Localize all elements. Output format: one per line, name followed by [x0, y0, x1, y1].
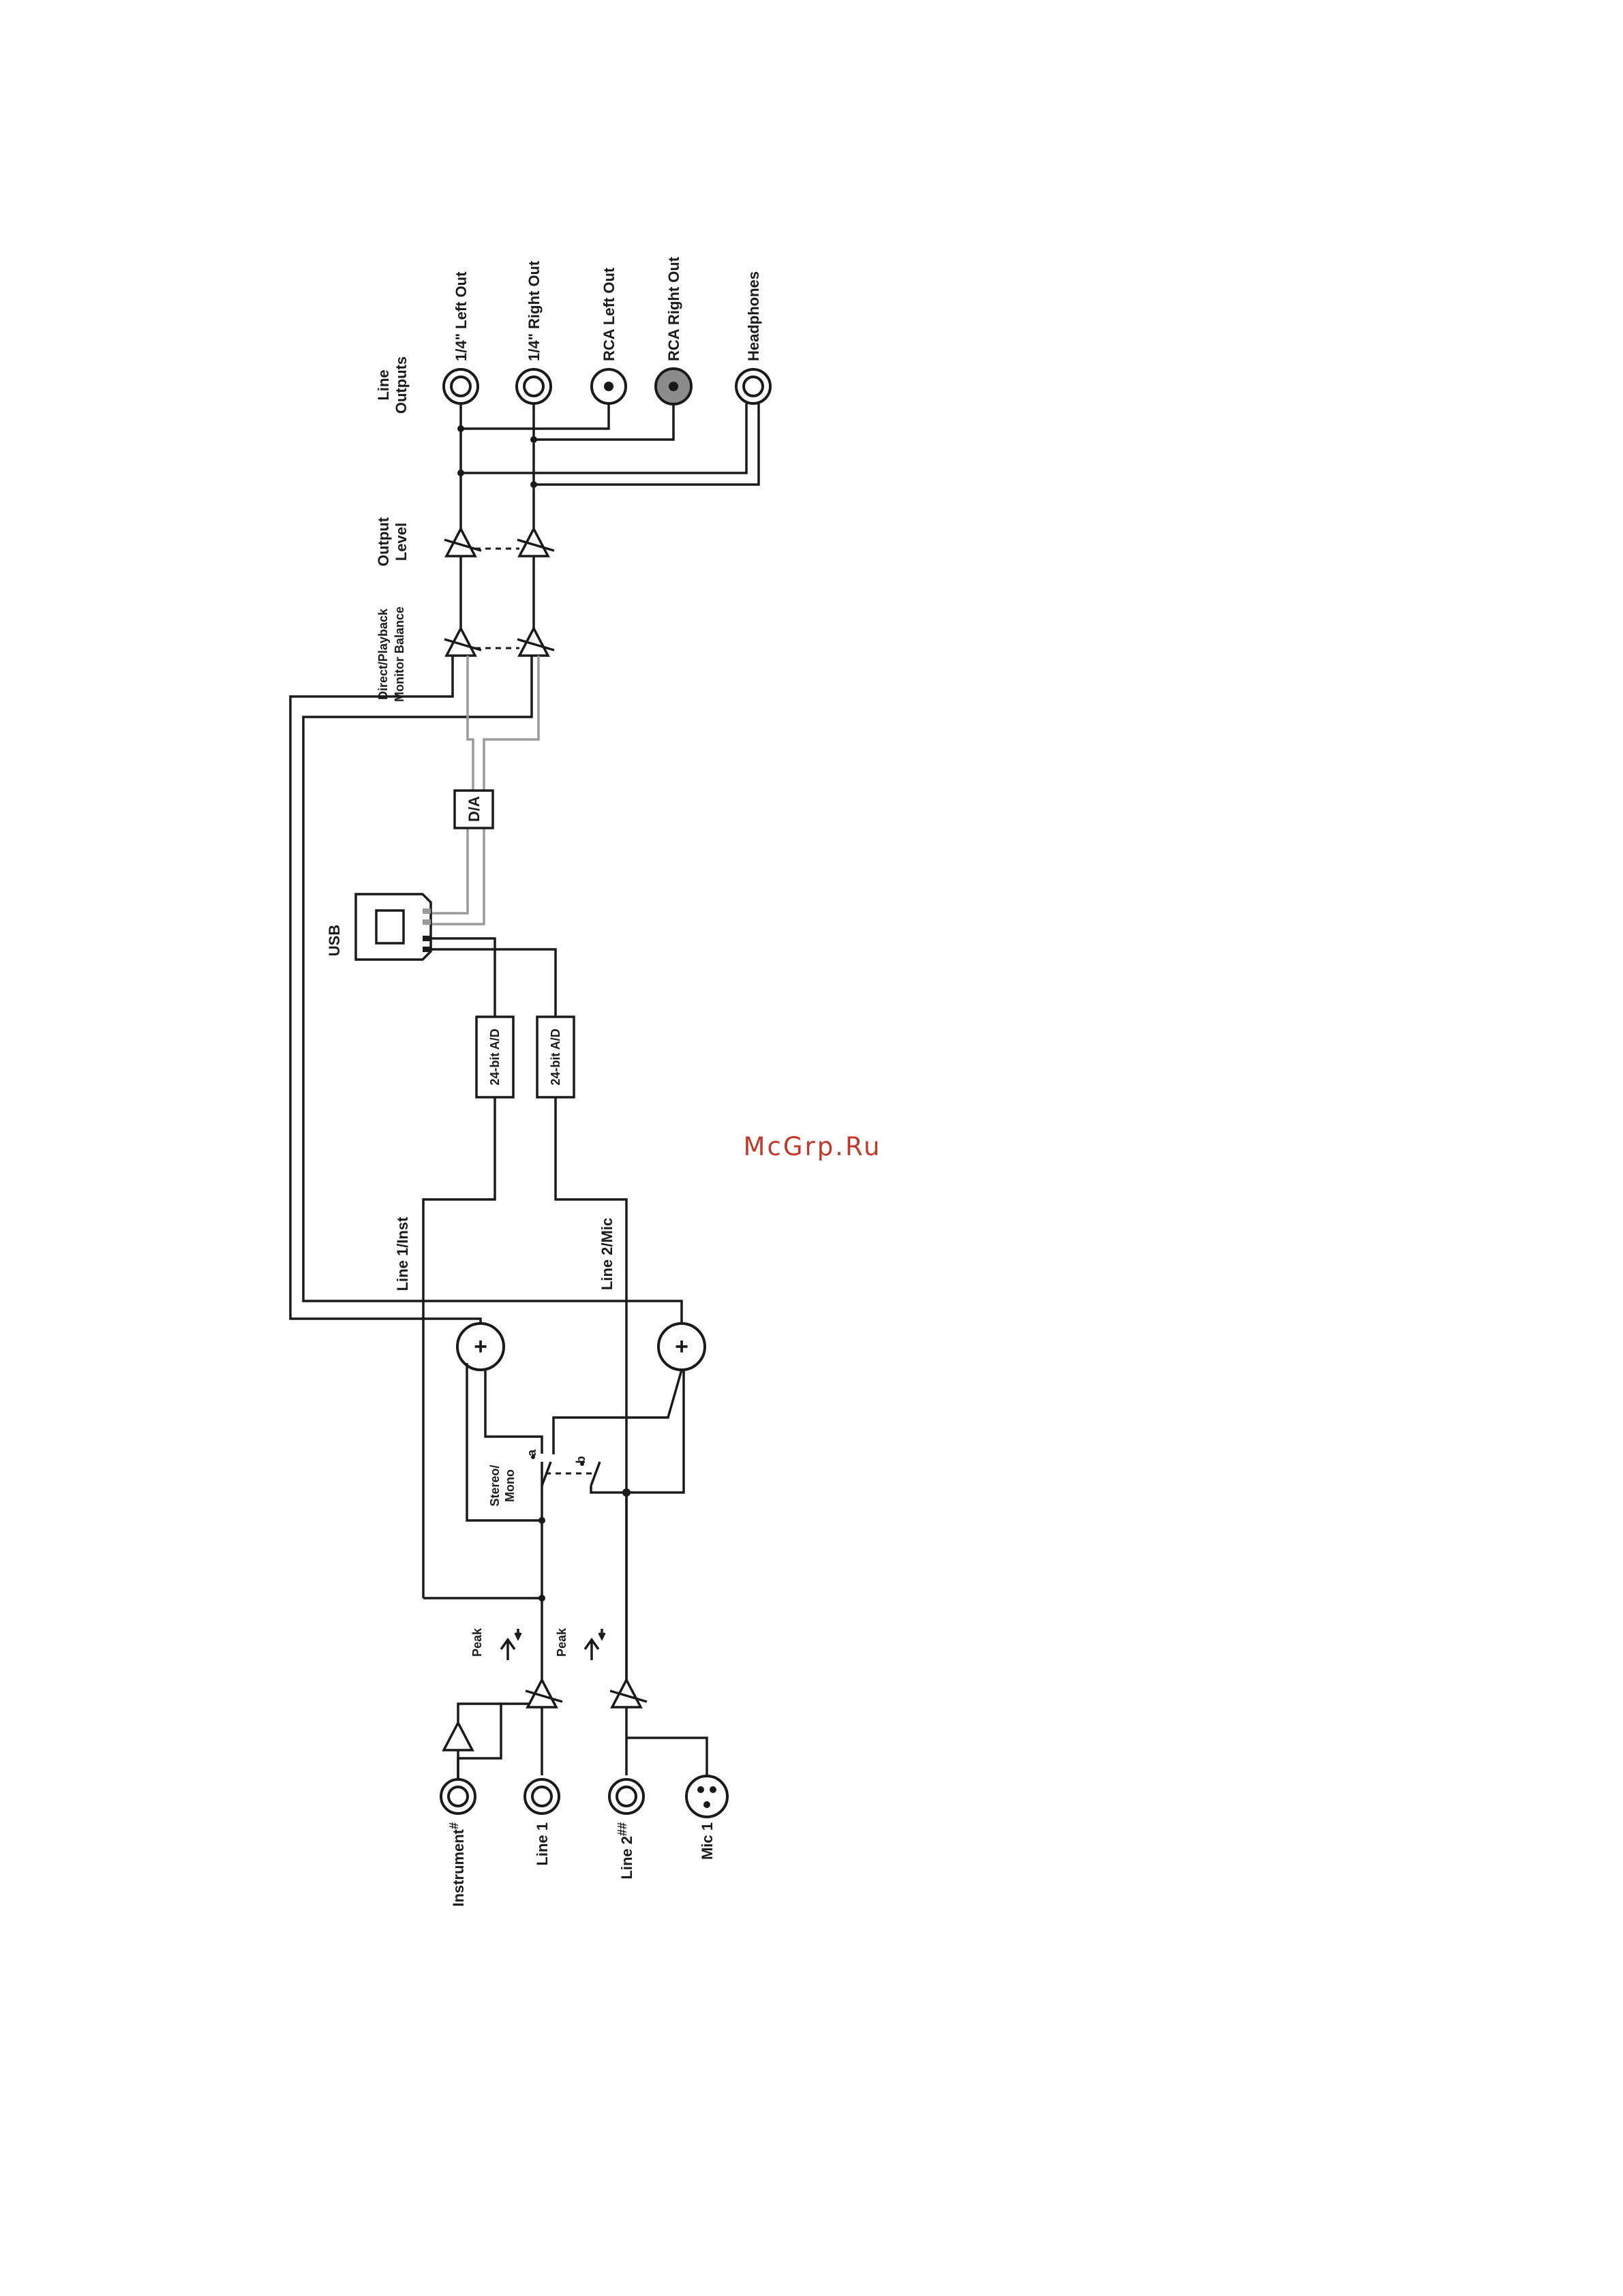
line-outputs-label-2: Outputs [393, 356, 410, 414]
monitor-balance-amps [444, 628, 554, 656]
output-level-amps [444, 529, 554, 628]
monitor-balance-label-1: Direct/Playback [376, 608, 390, 700]
jack-line-1 [525, 1779, 559, 1813]
out-headphones-label: Headphones [745, 271, 762, 361]
in-line2-label: Line 2## [616, 1822, 635, 1880]
jack-line-2 [609, 1779, 643, 1813]
ad-converter-1: 24-bit A/D [476, 1017, 513, 1097]
jack-rca-right-out [656, 369, 691, 404]
output-level-label-1: Output [375, 517, 392, 566]
stereo-mono-label-2: Mono [503, 1469, 517, 1502]
peak-1-label: Peak [470, 1627, 484, 1657]
input-jacks [441, 1776, 727, 1817]
usb-connector: USB [326, 894, 431, 960]
peak-2-label: Peak [555, 1627, 568, 1657]
output-jacks [444, 369, 770, 404]
output-level-label-2: Level [393, 523, 410, 561]
instrument-buffer [444, 1723, 472, 1750]
ad-1-label: 24-bit A/D [488, 1028, 502, 1085]
watermark-text: McGrp.Ru [744, 1132, 882, 1161]
direct-monitor-feed [290, 656, 682, 1347]
sum-1-label: + [474, 1334, 487, 1360]
out-right-quarter-label: 1/4" Right Out [526, 260, 543, 361]
peak-indicators [501, 1629, 605, 1660]
jack-mic-1-xlr [686, 1776, 727, 1817]
stereo-mono-label-1: Stereo/ [488, 1465, 502, 1506]
jack-instrument [441, 1779, 475, 1813]
in-line1-label: Line 1 [534, 1822, 551, 1866]
ad-input-wiring [423, 1097, 626, 1680]
summing-node-2: + [658, 1323, 705, 1370]
output-wiring [457, 403, 759, 529]
out-left-quarter-label: 1/4" Left Out [453, 271, 470, 361]
out-rca-right-label: RCA Right Out [665, 256, 682, 361]
line2-mic-label: Line 2/Mic [598, 1218, 616, 1290]
jack-quarter-right-out [517, 369, 551, 403]
in-instrument-label: Instrument# [447, 1822, 467, 1907]
summing-node-1: + [457, 1323, 504, 1370]
ad-2-label: 24-bit A/D [549, 1028, 562, 1085]
in-mic1-label: Mic 1 [699, 1822, 716, 1860]
out-rca-left-label: RCA Left Out [601, 267, 618, 361]
monitor-balance-label-2: Monitor Balance [393, 607, 406, 702]
sum-2-label: + [675, 1334, 688, 1360]
jack-quarter-left-out [444, 369, 478, 403]
ad-converter-2: 24-bit A/D [537, 1017, 574, 1097]
line1-inst-label: Line 1/Inst [394, 1216, 411, 1291]
switch-b-label: b [574, 1456, 588, 1464]
usb-label: USB [326, 925, 343, 956]
ad-to-usb-wiring [431, 938, 556, 1017]
da-label: D/A [466, 796, 483, 822]
jack-rca-left-out [592, 369, 626, 403]
jack-headphones [736, 369, 770, 403]
da-converter: D/A [455, 791, 493, 828]
line-outputs-label-1: Line [375, 369, 392, 400]
switch-a-label: a [525, 1449, 539, 1456]
input-gain-amps [444, 1680, 647, 1782]
